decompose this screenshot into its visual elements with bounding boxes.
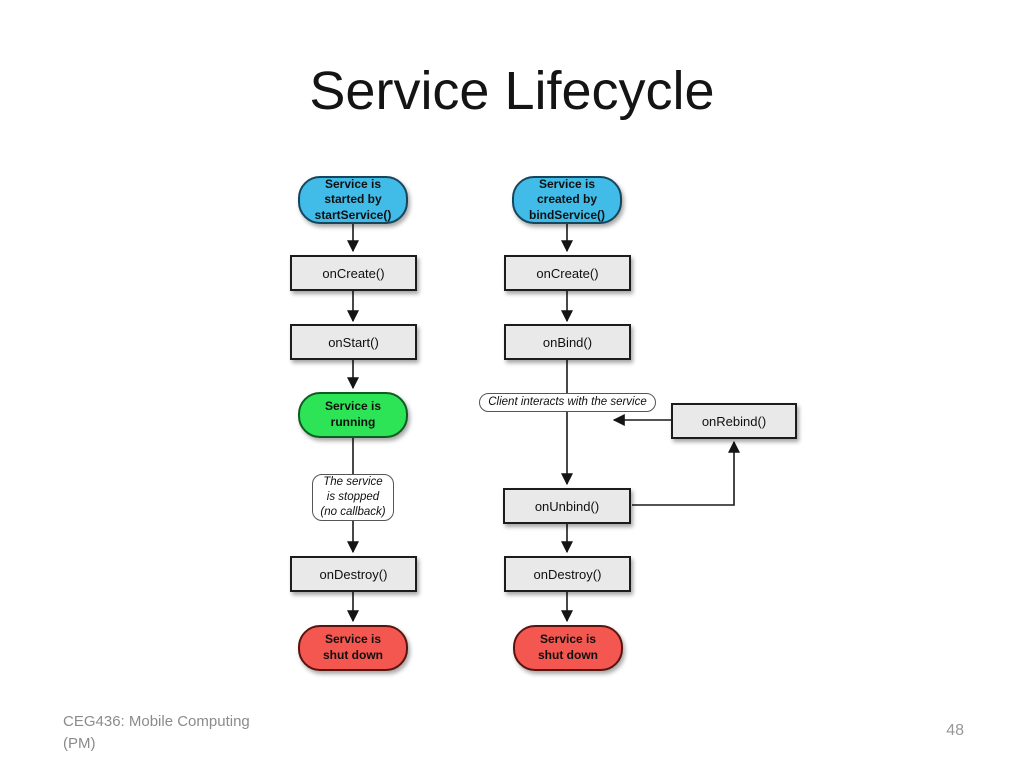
box-oncreate-bound: onCreate() — [504, 255, 631, 291]
box-onrebind: onRebind() — [671, 403, 797, 439]
box-ondestroy-bound: onDestroy() — [504, 556, 631, 592]
note-service-stopped: The service is stopped (no callback) — [312, 474, 394, 521]
slide-title: Service Lifecycle — [309, 61, 715, 121]
node-shutdown-started: Service is shut down — [298, 625, 408, 671]
box-oncreate-started: onCreate() — [290, 255, 417, 291]
node-service-started: Service is started by startService() — [298, 176, 408, 224]
box-onunbind: onUnbind() — [503, 488, 631, 524]
footer-course-label: CEG436: Mobile Computing (PM) — [63, 713, 250, 752]
node-service-created: Service is created by bindService() — [512, 176, 622, 224]
box-onbind: onBind() — [504, 324, 631, 360]
note-client-interacts: Client interacts with the service — [479, 393, 656, 412]
arrow-onunbind-to-onrebind — [632, 440, 740, 506]
box-ondestroy-started: onDestroy() — [290, 556, 417, 592]
box-onstart: onStart() — [290, 324, 417, 360]
page-number: 48 — [946, 722, 964, 739]
node-service-running: Service is running — [298, 392, 408, 438]
node-shutdown-bound: Service is shut down — [513, 625, 623, 671]
